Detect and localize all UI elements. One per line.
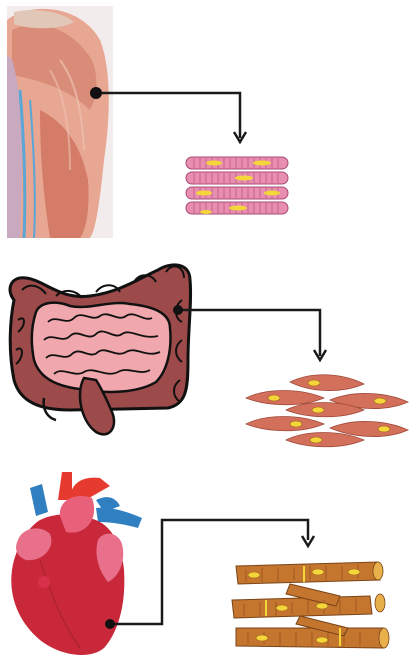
skeletal-muscle-fibers [186,157,288,214]
intestines-illustration [10,265,191,434]
cardiac-muscle-panel [0,455,409,658]
smooth-muscle-panel [0,245,409,455]
smooth-connector-line [178,310,320,356]
skeletal-muscle-panel [0,0,409,245]
cardiac-muscle-fibers [232,562,389,648]
skeletal-connector-dot [90,87,102,99]
cardiac-connector-dot [105,619,115,629]
arm-muscle-illustration [7,6,113,238]
skeletal-connector-line [96,93,240,138]
smooth-muscle-cells [246,375,408,447]
smooth-connector-dot [173,305,183,315]
heart-illustration [11,472,142,655]
